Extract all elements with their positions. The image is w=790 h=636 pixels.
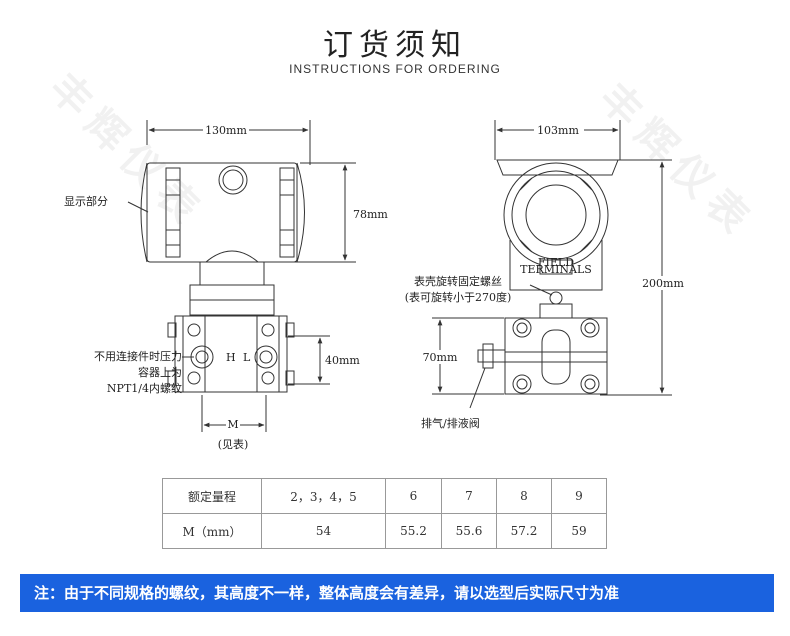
cover-ring [279,167,295,258]
flange-bolt [512,318,532,338]
total-height-dimension-label: 200mm [642,277,684,290]
table-cell: 8 [496,478,552,514]
table-row: 额定量程 2，3，4，5 6 7 8 9 [162,478,607,514]
table-header-cell: M（mm） [162,513,262,549]
m-dimension-label: M [227,418,238,431]
flange-assembly [174,315,288,393]
housing-fixing-screw [549,291,563,305]
flange-bolt [512,374,532,394]
cover-ring [165,167,181,258]
table-row: M（mm） 54 55.2 55.6 57.2 59 [162,513,607,549]
table-cell: 55.6 [441,513,497,549]
width-dimension-label: 130mm [205,124,247,137]
height-dimension-label: 78mm [353,208,388,221]
high-pressure-port [190,345,214,369]
table-cell: 7 [441,478,497,514]
front-cover [140,162,148,263]
flange-bolt [187,323,201,337]
vent-valve [477,349,506,363]
sensor-neck [539,303,573,319]
flange-front [504,317,608,395]
table-cell: 55.2 [385,513,442,549]
low-pressure-port [254,345,278,369]
flange-bolt [187,371,201,385]
page-title: 订货须知 [323,28,467,63]
vent-valve-label: 排气/排液阀 [421,416,480,430]
page-subtitle: INSTRUCTIONS FOR ORDERING [289,62,501,76]
left-transmitter-view [127,120,356,432]
housing-rotation-note: (表可旋转小于270度) [405,290,512,304]
housing-front [503,162,609,268]
terminal-plate [539,259,573,275]
leader-line [469,367,486,409]
h-label: H [226,351,236,364]
table-cell: 57.2 [496,513,552,549]
leader-line [127,201,149,213]
table-cell: 54 [261,513,386,549]
connector-note-line3: NPT1/4内螺纹 [107,381,182,395]
flange-bolt [580,318,600,338]
table-cell: 2，3，4，5 [261,478,386,514]
terminal-label-line1: FIELD [538,256,574,269]
terminal-label-line2: TERMINALS [520,263,592,276]
connector-note-line2: 容器上为 [138,365,182,379]
right-transmitter-view [432,120,672,409]
flange-bolt [261,371,275,385]
ordering-note-banner: 注：由于不同规格的螺纹，其高度不一样，整体高度会有差异，请以选型后实际尺寸为准 [20,574,774,612]
flange-height-dimension-label: 70mm [423,351,458,364]
l-label: L [243,351,251,364]
flange-bolt [580,374,600,394]
flange-bolt [261,323,275,337]
table-cell: 9 [551,478,607,514]
transmitter-housing [146,162,298,263]
housing-top [496,159,619,176]
display-part-label: 显示部分 [64,194,108,208]
dimension-drawing: 130mm 78mm 显示部分 H L 40mm 不用连接件时压力 容器上为 N… [64,120,686,451]
housing-neck [199,262,265,286]
capsule [541,329,571,385]
table-cell: 6 [385,478,442,514]
rear-cover [296,162,305,263]
connector-note-line1: 不用连接件时压力 [94,350,182,363]
housing-screw-label: 表壳旋转固定螺丝 [414,274,502,288]
leader-line [529,284,553,296]
m-see-table-note: (见表) [218,437,249,451]
table-cell: 59 [551,513,607,549]
width-dimension-label: 103mm [537,124,579,137]
flange-dimension-label: 40mm [325,354,360,367]
table-header-cell: 额定量程 [162,478,262,514]
range-m-table: 额定量程 2，3，4，5 6 7 8 9 M（mm） 54 55.2 55.6 … [162,478,607,549]
housing-lower [509,240,603,291]
conduit-port [218,165,248,195]
